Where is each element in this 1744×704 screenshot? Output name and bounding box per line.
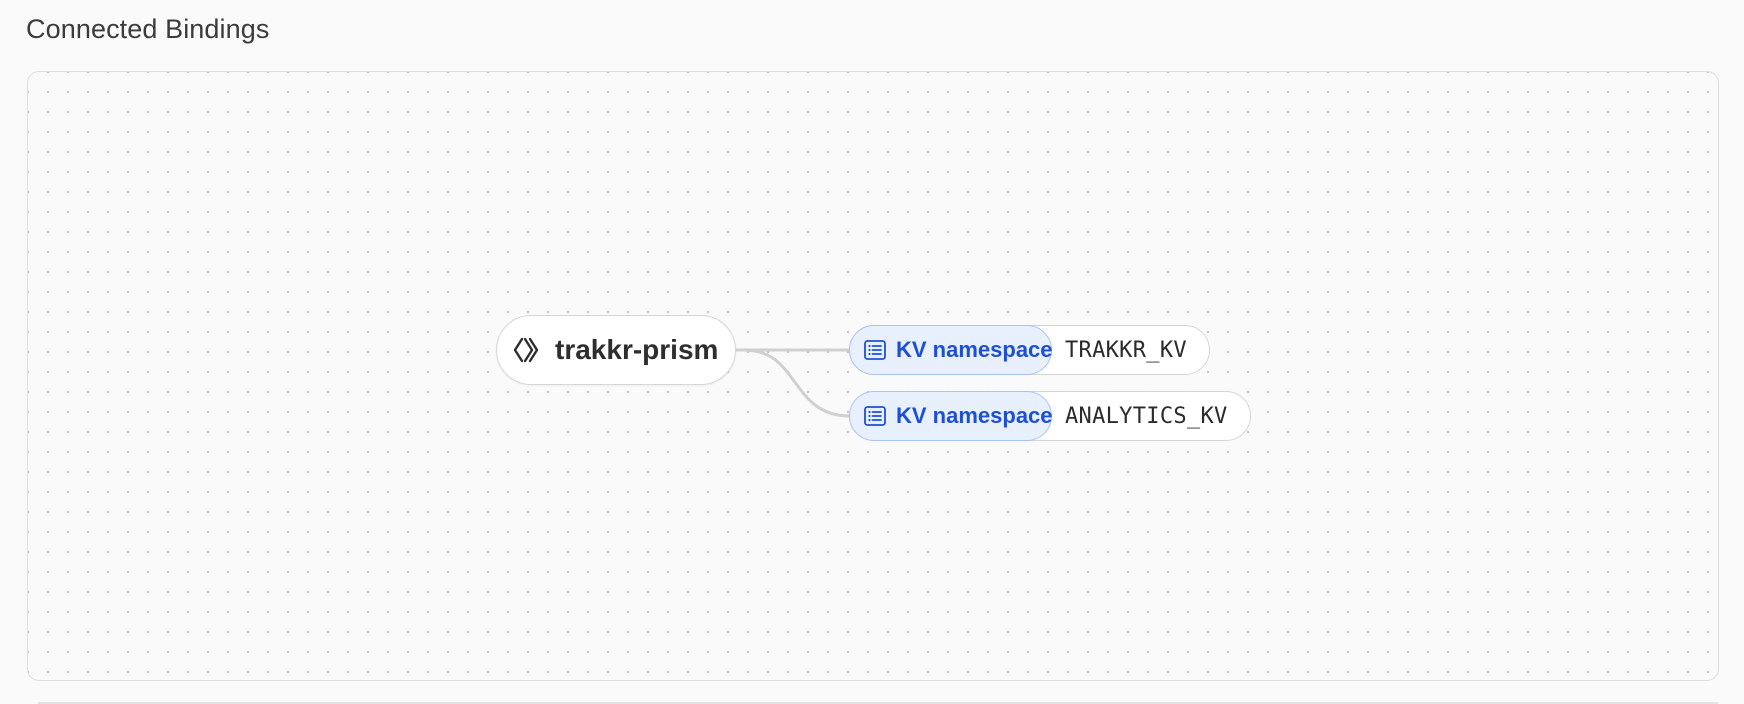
- binding-type-badge: KV namespace: [849, 325, 1053, 375]
- binding-type-label: KV namespace: [896, 403, 1053, 428]
- bindings-graph-canvas[interactable]: [27, 71, 1719, 681]
- code-brackets-icon: [513, 335, 543, 365]
- list-icon: [863, 338, 887, 362]
- binding-type-label: KV namespace: [896, 337, 1053, 362]
- binding-name: TRAKKR_KV: [1065, 337, 1187, 363]
- section-divider: [38, 702, 1718, 704]
- worker-name: trakkr-prism: [555, 334, 719, 365]
- binding-node-trakkr-kv[interactable]: KV namespace TRAKKR_KV: [849, 325, 1210, 375]
- binding-node-analytics-kv[interactable]: KV namespace ANALYTICS_KV: [849, 391, 1251, 441]
- list-icon: [863, 404, 887, 428]
- worker-node[interactable]: trakkr-prism: [496, 315, 736, 385]
- binding-name: ANALYTICS_KV: [1065, 403, 1228, 429]
- binding-type-badge: KV namespace: [849, 391, 1053, 441]
- page-title: Connected Bindings: [26, 14, 270, 44]
